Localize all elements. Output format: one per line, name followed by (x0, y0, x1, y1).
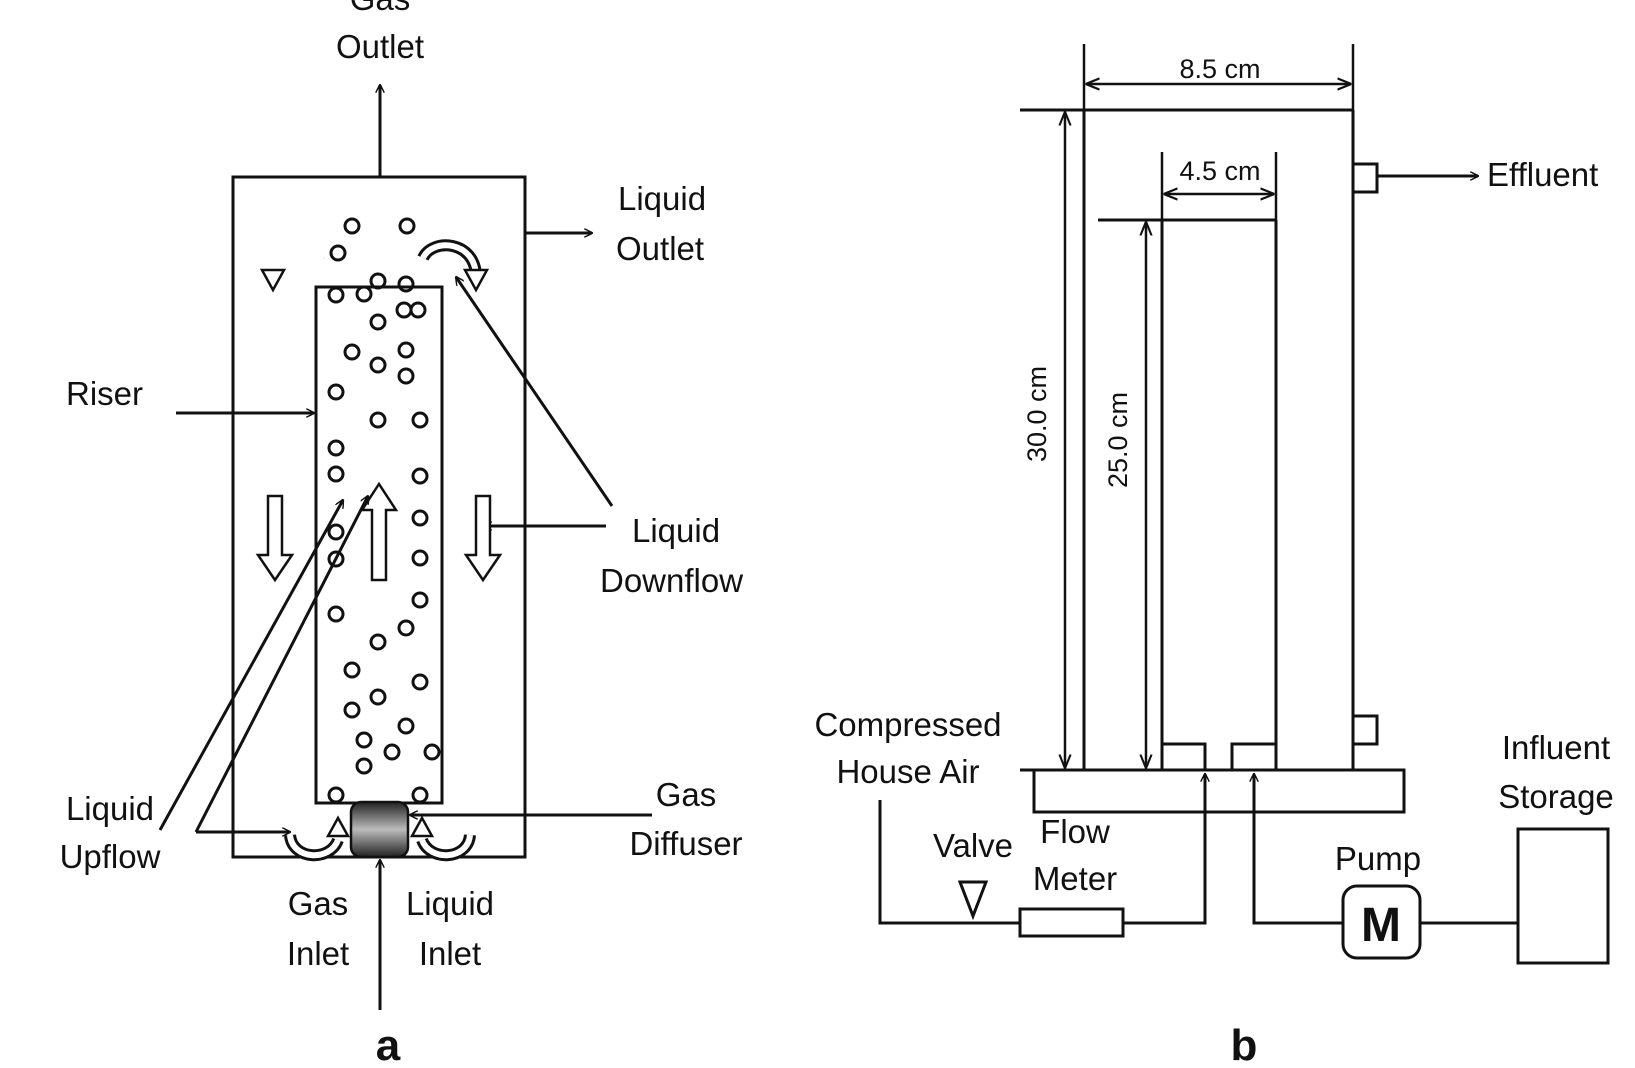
gas-diffuser-label-1: Gas (656, 776, 717, 813)
support-right (1230, 742, 1278, 772)
curved-arrow-bottom-right-head (409, 815, 435, 838)
bubbles (327, 217, 441, 804)
curved-arrow-top-left-inner (268, 242, 327, 277)
down-arrow-left (255, 494, 295, 583)
downflow-pointer-top (456, 277, 614, 507)
upflow-pointer-a (158, 500, 345, 831)
liquid-inlet-label-1: Liquid (406, 885, 494, 922)
liquid-upflow-label-1: Liquid (66, 790, 154, 827)
flow-meter-label-2: Meter (1033, 860, 1117, 897)
influent-storage-label-2: Storage (1498, 778, 1614, 815)
gas-outlet-label-2: Outlet (336, 28, 424, 65)
curved-arrow-bottom-left-head (325, 815, 351, 838)
support-left (1160, 742, 1207, 772)
up-arrow-center (359, 481, 399, 582)
riser-label: Riser (66, 375, 143, 412)
air-to-reactor-line (1123, 774, 1205, 925)
upflow-pointer-b (194, 496, 370, 833)
outer-width-label: 8.5 cm (1179, 54, 1260, 84)
pump-motor-symbol: M (1361, 899, 1401, 952)
influent-storage-tank (1516, 827, 1610, 965)
flow-meter-label-1: Flow (1040, 813, 1110, 850)
curved-arrow-top-right-inner (420, 242, 479, 277)
influent-storage-label-1: Influent (1502, 729, 1610, 766)
compressed-air-label-2: House Air (836, 753, 979, 790)
flow-meter (1018, 907, 1125, 938)
liquid-downflow-label-2: Downflow (600, 562, 743, 599)
liquid-outlet-label-1: Liquid (618, 180, 706, 217)
curved-arrow-bottom-left-inner (287, 834, 341, 859)
panel-a-label: a (376, 1021, 401, 1068)
curved-arrow-top-right-head (462, 268, 490, 293)
compressed-air-label-1: Compressed (814, 706, 1001, 743)
gas-diffuser (349, 800, 410, 859)
panel-b-label: b (1231, 1021, 1258, 1068)
gas-inlet-label-1: Gas (288, 885, 349, 922)
valve-label: Valve (933, 827, 1013, 864)
curved-arrow-bottom-right-inner (419, 834, 473, 859)
gas-outlet-label-1: Gas (350, 0, 411, 17)
down-arrow-right (463, 494, 503, 583)
gas-inlet-label-2: Inlet (287, 935, 349, 972)
inner-width-label: 4.5 cm (1179, 156, 1260, 186)
liquid-inlet-label-2: Inlet (419, 935, 481, 972)
effluent-label: Effluent (1487, 156, 1598, 193)
gas-diffuser-label-2: Diffuser (629, 825, 742, 862)
curved-arrow-top-left-head (259, 268, 287, 293)
liquid-outlet-label-2: Outlet (616, 230, 704, 267)
outer-height-label: 30.0 cm (1022, 366, 1052, 462)
valve-symbol (957, 880, 989, 921)
air-supply-line (878, 800, 1020, 925)
influent-line (1254, 774, 1343, 925)
base-plate (1032, 768, 1406, 814)
effluent-port (1351, 162, 1379, 194)
inner-height-label: 25.0 cm (1103, 392, 1133, 488)
liquid-upflow-label-2: Upflow (60, 838, 161, 875)
panel-a: Gas Outlet Liquid Outlet Riser Liquid Do… (60, 0, 744, 1068)
liquid-downflow-label-1: Liquid (632, 512, 720, 549)
panel-b: 8.5 cm 4.5 cm 30.0 cm 25.0 cm Effluent C… (814, 44, 1614, 1068)
lower-port (1351, 714, 1379, 746)
pump-label: Pump (1335, 840, 1421, 877)
